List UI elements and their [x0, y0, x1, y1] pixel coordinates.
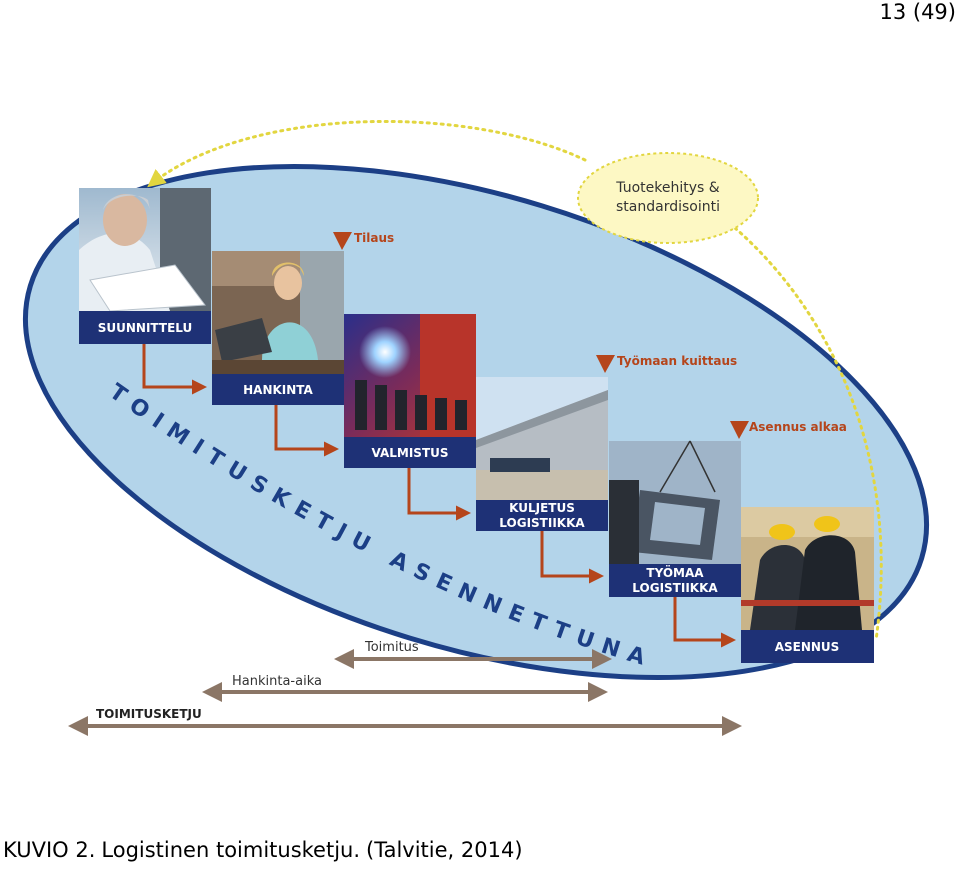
timeline-arrow-left [202, 682, 222, 702]
milestone-label: Työmaan kuittaus [617, 354, 737, 368]
woman-at-laptop-photo [212, 251, 344, 374]
timeline-label: TOIMITUSKETJU [96, 707, 202, 721]
logistics-warehouse-photo [476, 377, 608, 500]
stage-label-box [476, 500, 608, 531]
timeline-toimitusketju: TOIMITUSKETJU [68, 707, 742, 736]
milestone-triangle [333, 232, 352, 250]
factory-welding-photo [344, 314, 476, 437]
development-label-line2: standardisointi [616, 199, 720, 215]
figure-caption: KUVIO 2.Logistinen toimitusketju.(Talvit… [3, 838, 529, 862]
stage-label-box [344, 437, 476, 468]
timeline-toimitus: Toimitus [334, 640, 612, 669]
stage-label-box [609, 564, 741, 597]
connector-arrow [540, 531, 604, 584]
timeline-arrow-left [334, 649, 354, 669]
connector-arrow [142, 344, 207, 395]
stage-hankinta: HANKINTA [212, 251, 344, 405]
connector-arrow [673, 597, 736, 648]
timeline-label: Toimitus [364, 640, 419, 655]
crane-lifting-element-photo [609, 440, 741, 564]
timeline-arrow-right [722, 716, 742, 736]
development-bubble: Tuotekehitys & standardisointi [577, 152, 759, 244]
milestone-tyomaan-kuittaus: Työmaan kuittaus [596, 354, 737, 373]
stage-kuljetus-logistiikka: KULJETUS LOGISTIIKKA [476, 377, 608, 531]
milestone-triangle [730, 421, 749, 439]
stage-label: LOGISTIIKKA [632, 581, 718, 595]
stage-label: KULJETUS [509, 501, 575, 515]
stage-label-box [79, 311, 211, 344]
connector-arrow [274, 405, 339, 457]
stage-label: VALMISTUS [371, 446, 448, 460]
timeline-arrow-left [68, 716, 88, 736]
feedback-loop-right [733, 226, 883, 642]
installers-with-helmets-photo [741, 507, 874, 630]
milestone-label: Asennus alkaa [749, 420, 847, 434]
stage-label: HANKINTA [243, 383, 313, 397]
stage-valmistus: VALMISTUS [344, 314, 476, 468]
stage-label: TYÖMAA [646, 565, 704, 580]
engineer-reading-plans-photo [79, 188, 211, 312]
connector-arrow [407, 468, 471, 521]
milestone-asennus-alkaa: Asennus alkaa [730, 420, 847, 439]
timeline-label: Hankinta-aika [232, 674, 322, 689]
page-number: 13 (49) [879, 0, 956, 24]
timeline-arrow-right [592, 649, 612, 669]
development-label-line1: Tuotekehitys & [615, 180, 719, 196]
timeline-hankinta-aika: Hankinta-aika [202, 674, 608, 702]
stage-label-box [741, 630, 874, 663]
stage-connectors [142, 344, 736, 648]
stage-label-box [212, 374, 344, 405]
milestone-tilaus: Tilaus [333, 231, 394, 250]
stage-label: LOGISTIIKKA [499, 516, 585, 530]
stage-label: SUUNNITTELU [98, 321, 193, 335]
stage-suunnittelu: SUUNNITTELU [79, 188, 211, 344]
stage-label: ASENNUS [775, 640, 840, 654]
feedback-loop-top [147, 119, 587, 188]
caption-figure-number: KUVIO 2. [3, 838, 96, 862]
caption-source: (Talvitie, 2014) [366, 838, 523, 862]
stage-tyomaa-logistiikka: TYÖMAA LOGISTIIKKA [609, 440, 741, 597]
timeline-arrow-right [588, 682, 608, 702]
milestone-triangle [596, 355, 615, 373]
milestone-label: Tilaus [354, 231, 394, 245]
stage-asennus: ASENNUS [741, 507, 874, 663]
caption-text: Logistinen toimitusketju. [101, 838, 361, 862]
